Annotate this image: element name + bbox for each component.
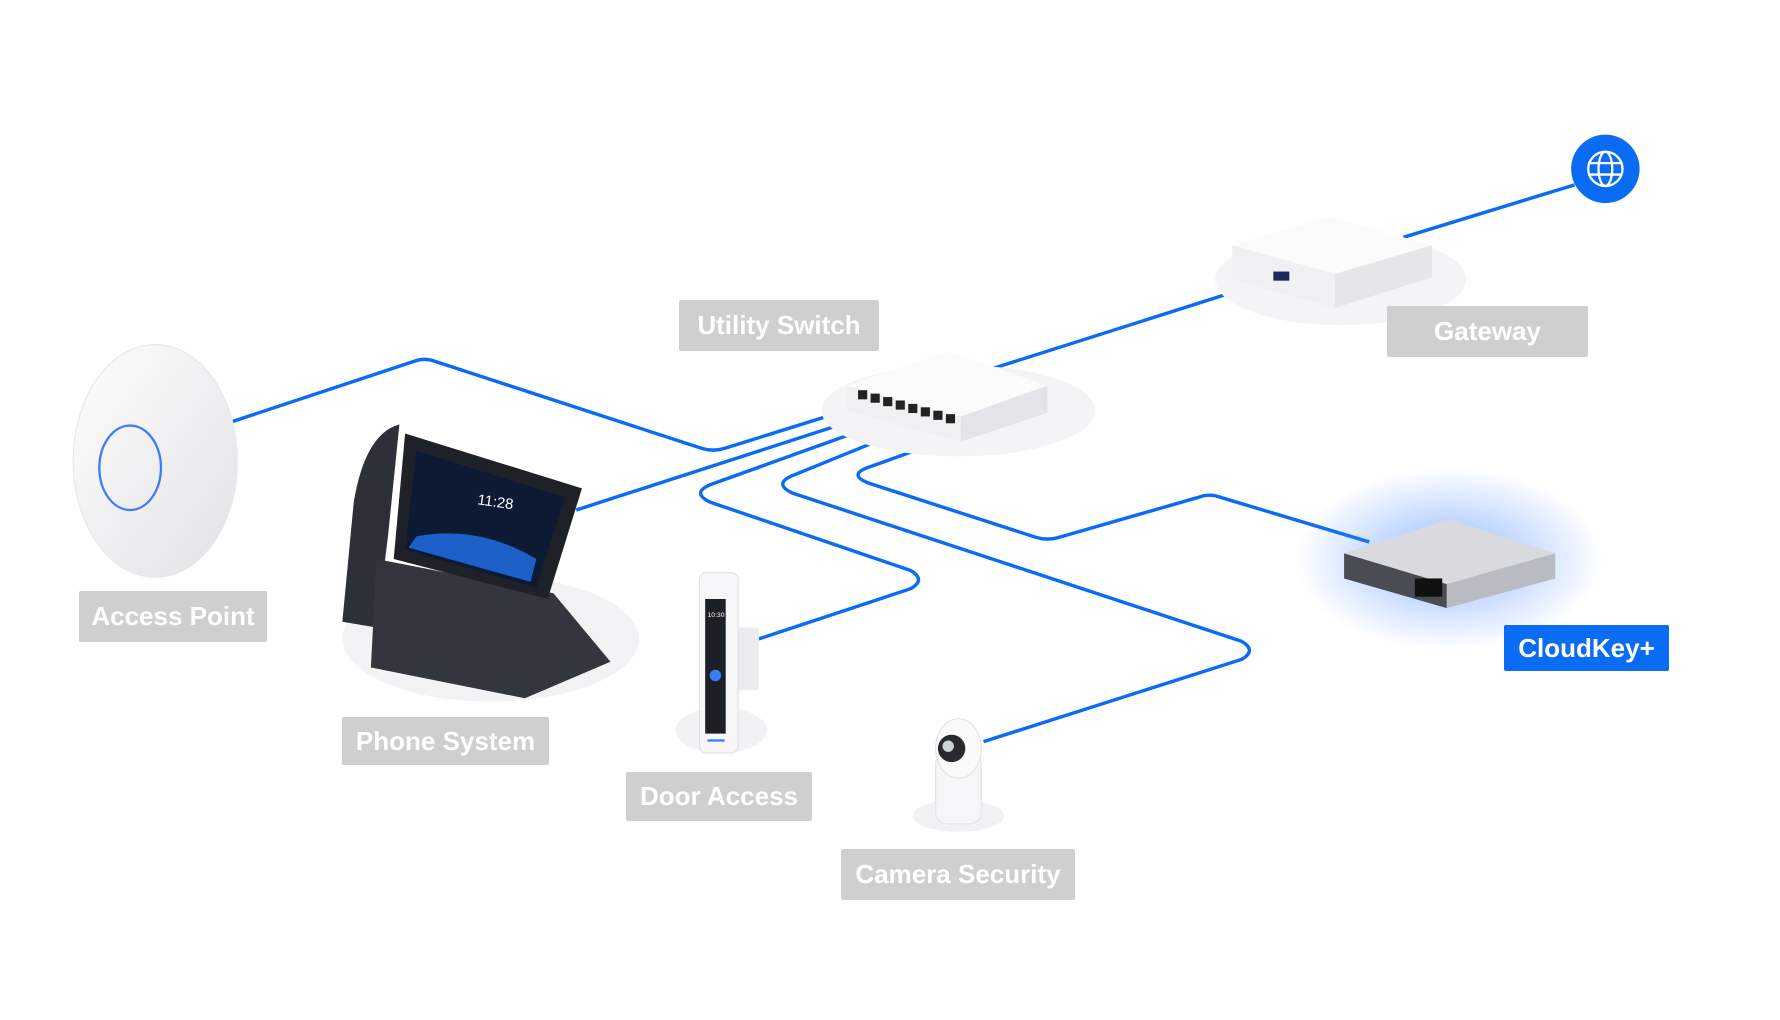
door-access-label: Door Access (626, 772, 812, 821)
link-camera (781, 429, 1252, 744)
phone-system-label: Phone System (342, 717, 549, 765)
cloudkey-device[interactable] (1295, 467, 1604, 651)
link-phone (575, 413, 870, 512)
camera-security-device[interactable] (912, 718, 1005, 832)
gateway-label: Gateway (1387, 306, 1588, 357)
cloudkey-label[interactable]: CloudKey+ (1504, 625, 1669, 671)
utility-switch-label: Utility Switch (679, 300, 879, 351)
door-screen-time: 10:30 (707, 612, 724, 619)
connection-links (229, 183, 1576, 744)
door-access-device[interactable]: 10:30 (675, 572, 767, 754)
phone-screen-time: 11:28 (476, 492, 514, 513)
camera-security-label: Camera Security (841, 849, 1075, 900)
link-access-point (229, 357, 857, 452)
utility-switch-device[interactable] (821, 351, 1096, 457)
access-point-label: Access Point (79, 591, 267, 642)
link-gateway-switch (992, 283, 1256, 371)
globe-icon[interactable] (1571, 134, 1640, 204)
link-globe-gateway (1402, 183, 1576, 239)
link-cloudkey (856, 437, 1370, 544)
link-door (698, 420, 921, 641)
gateway-device[interactable] (1215, 216, 1467, 326)
access-point-device[interactable] (72, 343, 238, 578)
phone-system-device[interactable]: 11:28 (342, 424, 639, 702)
